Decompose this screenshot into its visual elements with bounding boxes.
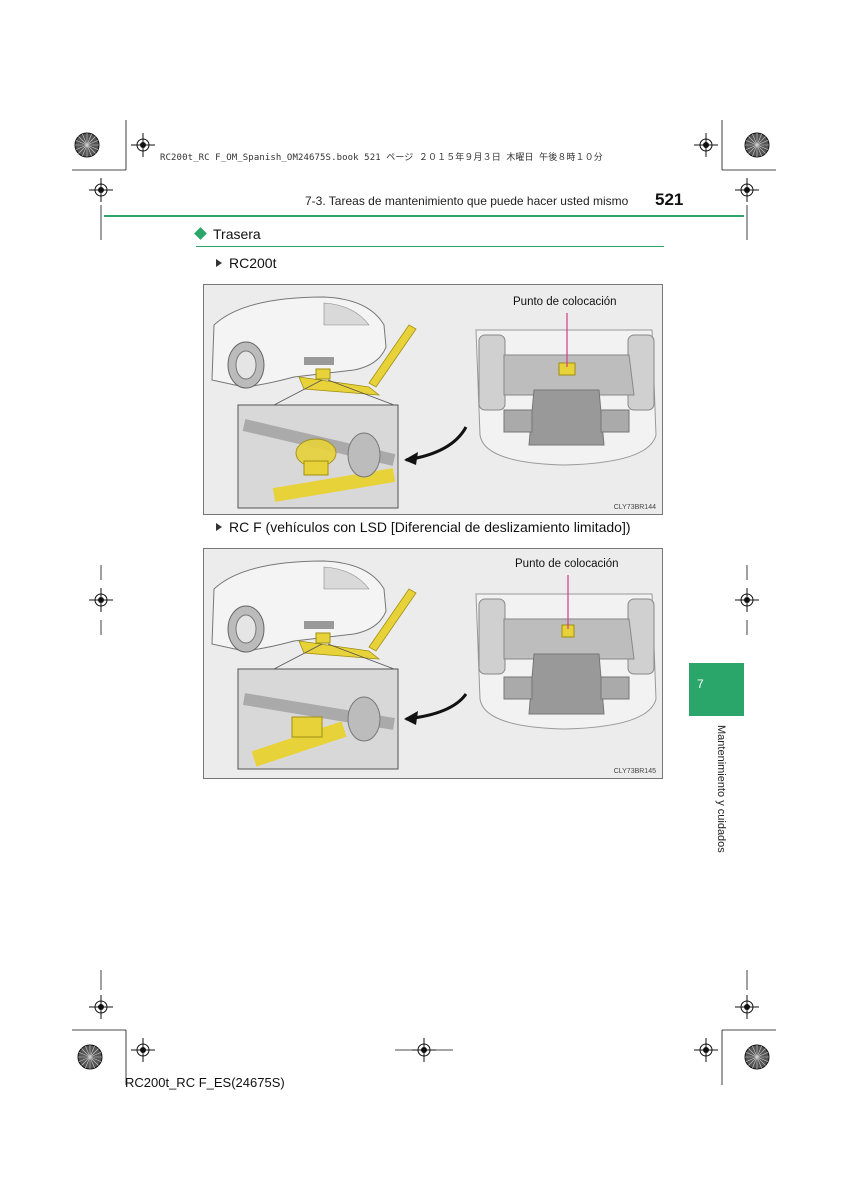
triangle-bullet-icon [216, 523, 222, 531]
header-rule [104, 215, 744, 217]
page-number: 521 [655, 190, 684, 209]
figure-code: CLY73BR144 [613, 504, 656, 511]
figure-code: CLY73BR145 [613, 768, 656, 775]
chapter-tab: 7 [689, 663, 744, 716]
figure-rcf-jack-point: Punto de colocación CLY73BR145 [203, 548, 663, 779]
chapter-number: 7 [697, 677, 704, 691]
subsection-rule [196, 246, 664, 247]
section-title: 7-3. Tareas de mantenimiento que puede h… [305, 194, 629, 208]
print-info-line: RC200t_RC F_OM_Spanish_OM24675S.book 521… [160, 153, 603, 163]
figure-label-rcf: RC F (vehículos con LSD [Diferencial de … [216, 519, 631, 535]
subsection-heading: Trasera [194, 226, 261, 242]
diamond-bullet-icon [194, 227, 207, 240]
callout-jack-point: Punto de colocación [515, 558, 619, 570]
footer-book-code: RC200t_RC F_ES(24675S) [125, 1075, 285, 1090]
triangle-bullet-icon [216, 259, 222, 267]
chapter-title: Mantenimiento y cuidados [715, 725, 727, 853]
subsection-title: Trasera [213, 226, 261, 242]
jacking-illustration [211, 296, 657, 509]
jacking-illustration [211, 560, 657, 770]
figure-label-rc200t: RC200t [216, 255, 276, 271]
callout-jack-point: Punto de colocación [513, 296, 617, 308]
figure-rc200t-jack-point: Punto de colocación CLY73BR144 [203, 284, 663, 515]
